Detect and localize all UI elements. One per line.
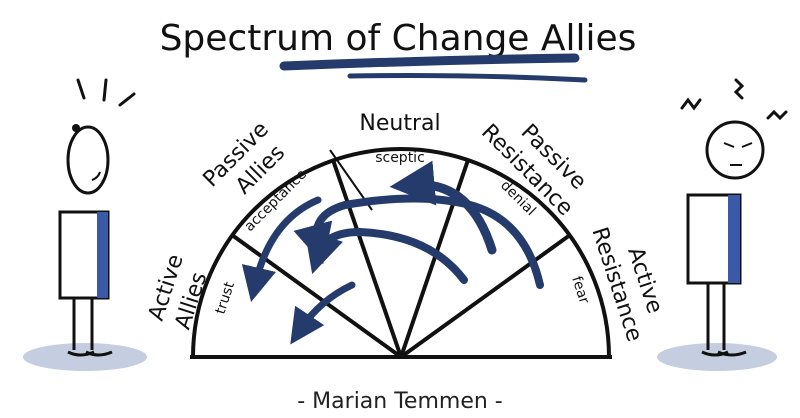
arrow-2 <box>293 194 544 289</box>
author-credit: - Marian Temmen - <box>297 389 502 414</box>
label-passive-resistance: Passive Resistance <box>476 100 597 221</box>
inner-label-fear: fear <box>568 274 592 306</box>
label-active-resistance: Active Resistance <box>586 216 673 345</box>
segment-dividers <box>230 149 572 359</box>
arrow-4 <box>241 196 322 303</box>
resistor-figure <box>657 78 788 371</box>
label-neutral: Neutral <box>359 111 440 136</box>
arrow-1 <box>389 160 497 255</box>
inner-label-trust: trust <box>213 280 239 317</box>
arrow-5 <box>290 281 356 345</box>
arrow-3 <box>304 227 468 284</box>
inner-label-sceptic: sceptic <box>375 150 425 166</box>
title-underline <box>279 53 588 83</box>
ally-figure <box>23 78 147 371</box>
label-active-allies: Active Allies <box>144 245 218 333</box>
movement-arrows <box>241 160 544 345</box>
page-title: Spectrum of Change Allies <box>160 18 637 59</box>
